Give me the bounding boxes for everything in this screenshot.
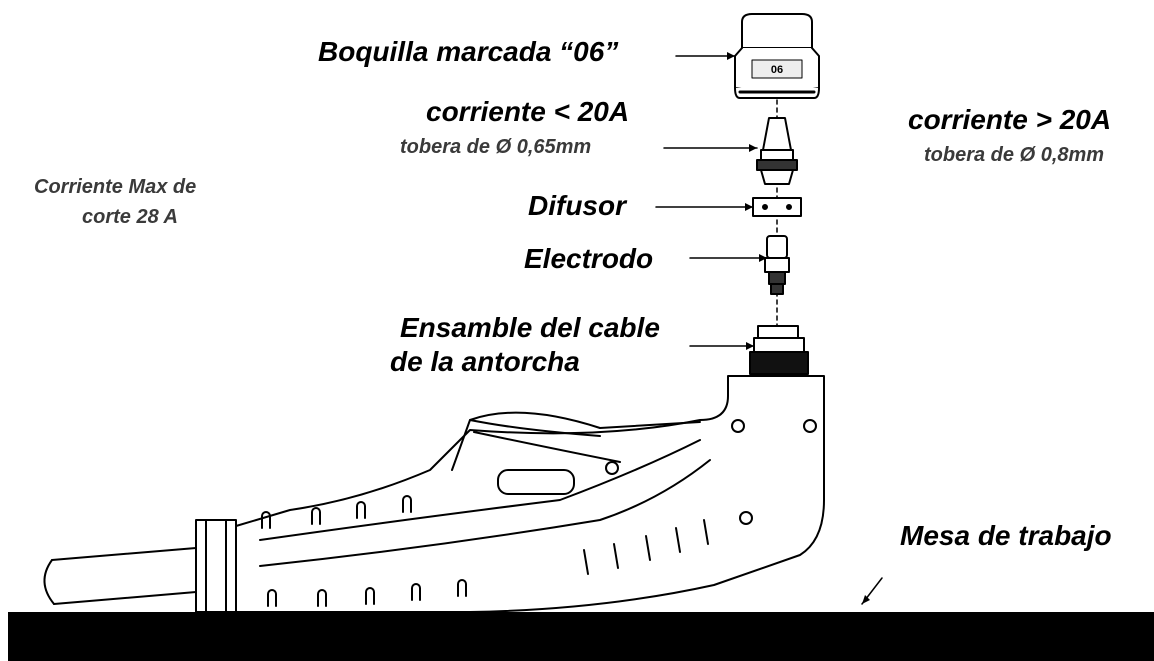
label-electrodo: Electrodo	[524, 243, 654, 274]
torch-handle	[195, 375, 825, 613]
label-ensamble-2: de la antorcha	[390, 346, 580, 377]
label-mesa: Mesa de trabajo	[900, 520, 1112, 551]
label-tobera-08: tobera de Ø 0,8mm	[924, 144, 1105, 166]
label-tobera-065: tobera de Ø 0,65mm	[400, 136, 592, 158]
label-difusor: Difusor	[528, 190, 626, 221]
electrode-part	[764, 235, 790, 295]
label-corriente-max-1: Corriente Max de	[34, 176, 197, 198]
nozzle-part	[734, 13, 820, 99]
label-ensamble-1: Ensamble del cable	[400, 312, 660, 343]
tip-part	[756, 117, 798, 185]
nozzle-mark: 06	[771, 64, 783, 76]
torch-head-connector	[749, 325, 809, 375]
torch-cable	[43, 547, 197, 605]
label-corriente-mayor: corriente > 20A	[908, 104, 1112, 135]
work-table	[8, 612, 1154, 661]
label-corriente-max-2: corte 28 A	[82, 206, 178, 228]
label-corriente-menor: corriente < 20A	[426, 96, 630, 127]
label-boquilla: Boquilla marcada “06”	[318, 36, 619, 67]
